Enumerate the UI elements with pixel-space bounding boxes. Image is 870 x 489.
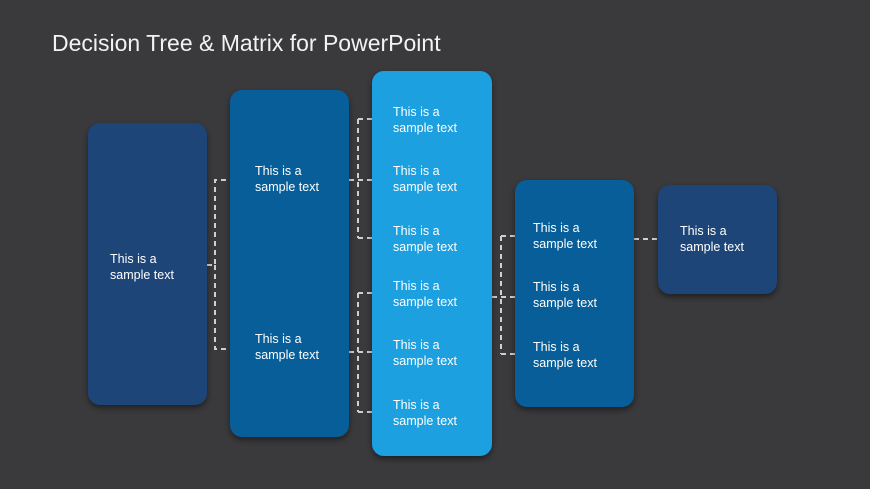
node-level5 [658,185,777,294]
slide-title: Decision Tree & Matrix for PowerPoint [52,30,441,56]
node-level4 [515,180,634,407]
node-level1 [88,123,207,405]
node-level2 [230,90,349,437]
node-level3 [372,71,492,456]
connector-l3-l4 [492,235,515,355]
connector-l2a-l3 [349,118,372,239]
connector-l2b-l3 [349,292,372,413]
connector-l1-l2 [207,179,230,350]
